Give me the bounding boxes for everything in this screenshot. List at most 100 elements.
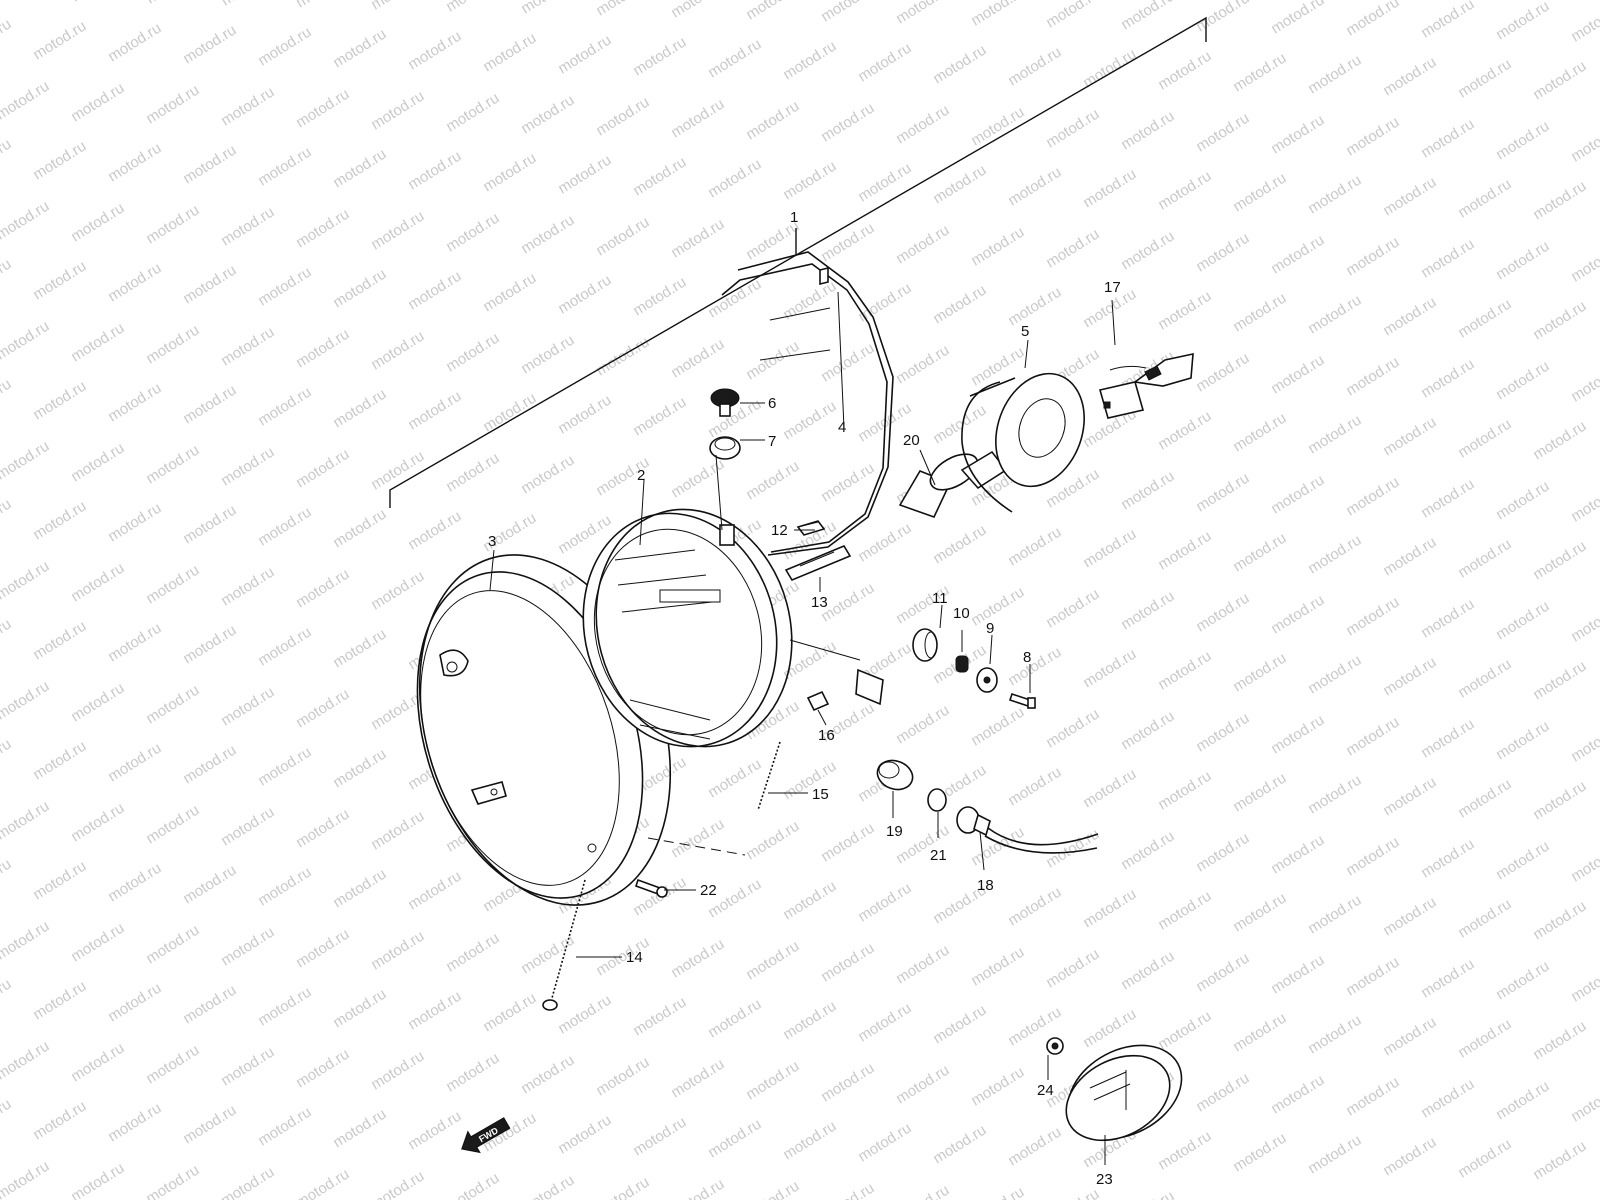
watermark-text: motod.ru (1193, 350, 1252, 396)
part-11-rubber (912, 628, 938, 662)
watermark-text: motod.ru (555, 272, 614, 318)
watermark-text: motod.ru (218, 84, 277, 130)
watermark-text: motod.ru (0, 16, 14, 62)
watermark-text: motod.ru (218, 444, 277, 490)
watermark-text: motod.ru (893, 942, 952, 988)
callout-23: 23 (1096, 1171, 1113, 1188)
watermark-text: motod.ru (1193, 470, 1252, 516)
watermark-text: motod.ru (1530, 898, 1589, 944)
callout-11: 11 (932, 590, 948, 607)
watermark-text: motod.ru (593, 334, 652, 380)
callout-6: 6 (768, 395, 776, 412)
watermark-text: motod.ru (255, 1104, 314, 1150)
callout-13: 13 (811, 594, 828, 611)
watermark-text: motod.ru (1043, 226, 1102, 272)
watermark-text: motod.ru (518, 1052, 577, 1098)
watermark-text: motod.ru (1118, 468, 1177, 514)
watermark-text: motod.ru (893, 102, 952, 148)
watermark-text: motod.ru (255, 984, 314, 1030)
watermark-text: motod.ru (1268, 0, 1327, 37)
watermark-text: motod.ru (1568, 720, 1600, 766)
watermark-text: motod.ru (480, 270, 539, 316)
watermark-text: motod.ru (668, 336, 727, 382)
watermark-text: motod.ru (405, 868, 464, 914)
watermark-text: motod.ru (1230, 650, 1289, 696)
watermark-text: motod.ru (1530, 58, 1589, 104)
watermark-text: motod.ru (405, 988, 464, 1034)
watermark-text: motod.ru (743, 458, 802, 504)
callout-14: 14 (626, 949, 643, 966)
watermark-text: motod.ru (1230, 1130, 1289, 1176)
watermark-text: motod.ru (218, 1164, 277, 1200)
watermark-text: motod.ru (1455, 1016, 1514, 1062)
watermark-text: motod.ru (1343, 354, 1402, 400)
watermark-text: motod.ru (30, 498, 89, 544)
part-19-grommet (876, 759, 914, 791)
watermark-text: motod.ru (630, 994, 689, 1040)
watermark-text: motod.ru (1118, 108, 1177, 154)
watermark-text: motod.ru (1155, 888, 1214, 934)
watermark-text: motod.ru (1530, 178, 1589, 224)
watermark-text: motod.ru (1418, 356, 1477, 402)
watermark-text: motod.ru (1493, 118, 1552, 164)
part-13-bracket (784, 544, 852, 582)
watermark-text: motod.ru (1080, 886, 1139, 932)
watermark-text: motod.ru (0, 678, 52, 724)
watermark-text: motod.ru (1043, 0, 1102, 31)
watermark-text: motod.ru (593, 94, 652, 140)
watermark-text: motod.ru (1080, 766, 1139, 812)
watermark-text: motod.ru (30, 858, 89, 904)
watermark-text: motod.ru (0, 976, 14, 1022)
watermark-text: motod.ru (1305, 892, 1364, 938)
watermark-text: motod.ru (1193, 110, 1252, 156)
watermark-text: motod.ru (30, 618, 89, 664)
watermark-text: motod.ru (1118, 228, 1177, 274)
watermark-text: motod.ru (180, 622, 239, 668)
watermark-text: motod.ru (1155, 528, 1214, 574)
callout-4: 4 (838, 419, 846, 436)
part-8-bolt (1008, 692, 1036, 709)
watermark-text: motod.ru (1043, 1186, 1102, 1200)
watermark-text: motod.ru (218, 324, 277, 370)
watermark-text: motod.ru (1080, 166, 1139, 212)
watermark-text: motod.ru (518, 0, 577, 17)
watermark-text: motod.ru (0, 856, 14, 902)
part-9-washer (976, 667, 998, 693)
watermark-text: motod.ru (1230, 890, 1289, 936)
watermark-text: motod.ru (1380, 1014, 1439, 1060)
watermark-text: motod.ru (405, 388, 464, 434)
watermark-text: motod.ru (143, 1042, 202, 1088)
watermark-text: motod.ru (143, 0, 202, 7)
watermark-text: motod.ru (855, 1000, 914, 1046)
watermark-text: motod.ru (1230, 170, 1289, 216)
watermark-text: motod.ru (0, 918, 52, 964)
watermark-text: motod.ru (1230, 290, 1289, 336)
watermark-text: motod.ru (930, 402, 989, 448)
watermark-text: motod.ru (1380, 54, 1439, 100)
watermark-text: motod.ru (780, 878, 839, 924)
watermark-text: motod.ru (1455, 416, 1514, 462)
watermark-text: motod.ru (1418, 476, 1477, 522)
watermark-text: motod.ru (255, 384, 314, 430)
watermark-text: motod.ru (68, 680, 127, 726)
watermark-text: motod.ru (668, 456, 727, 502)
watermark-text: motod.ru (1268, 952, 1327, 998)
watermark-text: motod.ru (1155, 1008, 1214, 1054)
watermark-text: motod.ru (1005, 764, 1064, 810)
watermark-text: motod.ru (855, 520, 914, 566)
watermark-text: motod.ru (818, 460, 877, 506)
watermark-text: motod.ru (1005, 284, 1064, 330)
watermark-text: motod.ru (1530, 1138, 1589, 1184)
watermark-text: motod.ru (293, 1166, 352, 1200)
watermark-text: motod.ru (293, 926, 352, 972)
callout-22: 22 (700, 882, 717, 899)
watermark-text: motod.ru (368, 1048, 427, 1094)
watermark-text: motod.ru (818, 100, 877, 146)
watermark-text: motod.ru (1380, 894, 1439, 940)
watermark-text: motod.ru (1455, 656, 1514, 702)
watermark-text: motod.ru (405, 508, 464, 554)
watermark-text: motod.ru (1343, 234, 1402, 280)
watermark-text: motod.ru (68, 1040, 127, 1086)
watermark-text: motod.ru (293, 1046, 352, 1092)
